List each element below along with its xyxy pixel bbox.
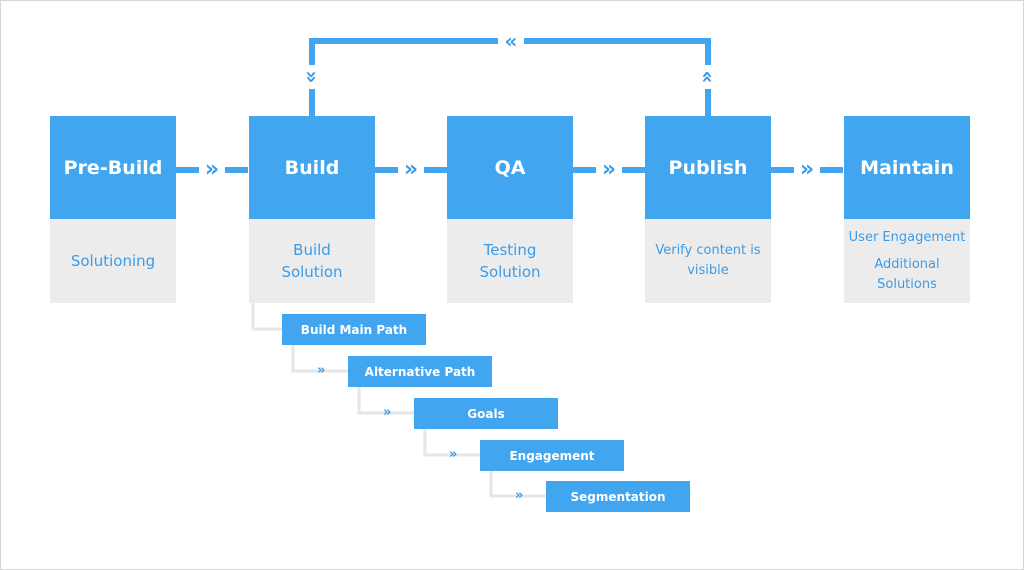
build-step-main-path: Build Main Path: [282, 314, 426, 345]
build-step-goals: Goals: [414, 398, 558, 429]
desc-line: Solution: [281, 263, 343, 281]
stage-maintain-title: Maintain: [844, 116, 970, 220]
desc-line: Verify content is: [655, 243, 761, 258]
stage-qa-description: Testing Solution: [447, 219, 573, 303]
desc-line: Testing: [483, 241, 537, 259]
desc-line: Solution: [479, 263, 541, 281]
build-step-engagement: Engagement: [480, 440, 624, 471]
desc-line: Solutions: [877, 276, 937, 292]
arrow-icon: »: [794, 159, 820, 181]
desc-line: Build: [293, 241, 331, 259]
stage-qa-title: QA: [447, 116, 573, 220]
arrow-icon: »: [596, 159, 622, 181]
arrow-icon: »: [398, 159, 424, 181]
build-step-segmentation: Segmentation: [546, 481, 690, 512]
substep-connectors: [251, 303, 546, 498]
step-arrow-icon: »: [383, 405, 392, 420]
step-arrow-icon: »: [449, 447, 458, 462]
loop-left-chevron-icon: «: [498, 30, 524, 52]
stage-prebuild-description: Solutioning: [50, 219, 176, 303]
desc-line: Additional: [874, 256, 940, 272]
desc-line: visible: [687, 263, 729, 278]
stage-prebuild-title: Pre-Build: [50, 116, 176, 220]
desc-line: Solutioning: [70, 252, 156, 270]
stage-maintain-description: User Engagement Additional Solutions: [844, 219, 970, 303]
stage-publish-description: Verify content is visible: [645, 219, 771, 303]
loop-up-chevron-icon: «: [696, 65, 720, 89]
step-arrow-icon: »: [317, 363, 326, 378]
stage-build-description: Build Solution: [249, 219, 375, 303]
step-arrow-icon: »: [515, 488, 524, 503]
stage-publish-title: Publish: [645, 116, 771, 220]
desc-line: User Engagement: [848, 229, 966, 245]
build-step-alternative-path: Alternative Path: [348, 356, 492, 387]
stage-build-title: Build: [249, 116, 375, 220]
arrow-icon: »: [199, 159, 225, 181]
loop-down-chevron-icon: »: [300, 65, 324, 89]
